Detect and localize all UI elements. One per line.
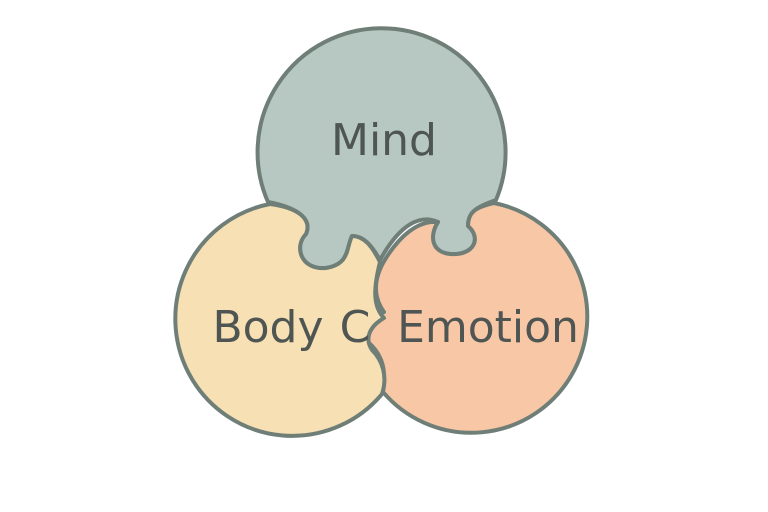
- piece-body: Body: [173, 202, 387, 438]
- emotion-label: Emotion: [397, 302, 579, 353]
- body-label: Body: [212, 302, 323, 353]
- body-shape: [173, 202, 387, 438]
- mind-label: Mind: [331, 115, 437, 166]
- piece-emotion: Emotion: [364, 201, 590, 435]
- connector-glyph: C: [340, 302, 371, 353]
